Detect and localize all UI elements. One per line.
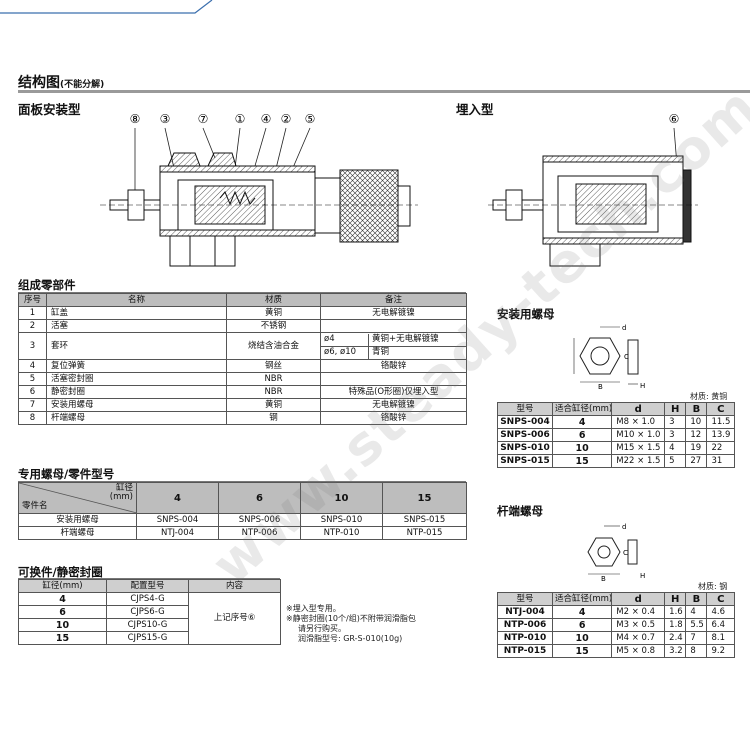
callout-2: ② <box>281 112 292 126</box>
rod-nut-title: 杆端螺母 <box>497 504 543 518</box>
svg-text:H: H <box>640 572 645 580</box>
mount-nut-material: 材质: 黄铜 <box>690 392 728 401</box>
section-title: 结构图(不能分解) <box>18 75 105 91</box>
svg-text:d: d <box>622 324 626 332</box>
panel-mount-cross-section: ⑧ ③ ⑦ ① ④ ② ⑤ <box>100 112 418 267</box>
special-title: 专用螺母/零件型号 <box>18 467 115 481</box>
callout-1: ① <box>235 112 246 126</box>
svg-text:B: B <box>598 383 603 390</box>
embedded-type-title: 埋入型 <box>456 102 494 117</box>
rod-nut-material: 材质: 钢 <box>698 582 728 591</box>
bore-15: 15 <box>382 482 467 514</box>
mount-nut-drawing: d C B H <box>573 324 645 390</box>
svg-text:C: C <box>624 353 629 361</box>
callout-7: ⑦ <box>198 112 209 126</box>
bore-4: 4 <box>136 482 219 514</box>
svg-text:H: H <box>640 382 645 390</box>
bore-6: 6 <box>218 482 301 514</box>
rod-nut-drawing: d C B H <box>587 523 645 582</box>
parts-header-no: 序号 <box>18 293 47 307</box>
callout-numbers: ⑧ ③ ⑦ ① ④ ② ⑤ <box>130 112 316 126</box>
parts-title: 组成零部件 <box>18 278 76 292</box>
callout-8: ⑧ <box>130 112 141 126</box>
panel-type-title: 面板安装型 <box>18 102 81 117</box>
seals-notes: ※埋入型专用。 ※静密封圈(10个/组)不附带润滑脂包 请另行购买。 润滑脂型号… <box>286 604 416 643</box>
table-row: 3 套环 烧结含油合金 ø4 黄铜+无电解镀镍 ø6, ø10 青铜 <box>18 332 467 360</box>
special-rule <box>18 481 466 483</box>
parts-header-note: 备注 <box>320 293 467 307</box>
embedded-cross-section: ⑥ <box>488 112 698 267</box>
seals-rule <box>18 578 280 580</box>
seals-title: 可换件/静密封圈 <box>18 565 103 579</box>
svg-text:C: C <box>623 549 628 557</box>
callout-3: ③ <box>160 112 171 126</box>
mount-nut-title: 安装用螺母 <box>497 307 555 321</box>
header-tab-decoration <box>0 0 213 14</box>
section-rule <box>18 90 750 93</box>
parts-header-material: 材质 <box>226 293 321 307</box>
parts-header-name: 名称 <box>46 293 227 307</box>
parts-rule <box>18 292 466 294</box>
svg-text:B: B <box>601 575 606 582</box>
svg-text:d: d <box>622 523 626 531</box>
callout-5: ⑤ <box>305 112 316 126</box>
callout-4: ④ <box>261 112 272 126</box>
callout-6: ⑥ <box>669 112 680 126</box>
special-corner: 缸径(mm) 零件名 <box>18 482 137 514</box>
